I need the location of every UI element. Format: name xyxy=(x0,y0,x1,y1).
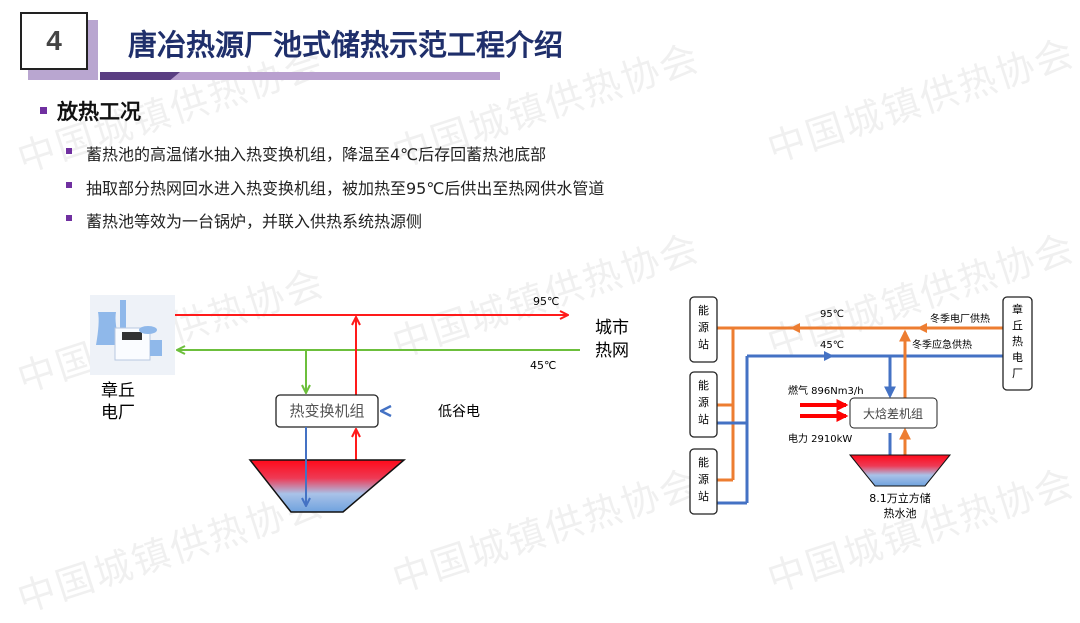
plant-label: 章丘 xyxy=(101,381,135,401)
energy-station-label-char: 能 xyxy=(698,303,709,317)
energy-station-label-char: 能 xyxy=(698,455,709,469)
supply-temp: 95℃ xyxy=(820,309,844,320)
energy-station-box xyxy=(689,296,718,363)
discharge-diagram: 章丘 电厂 95℃ 45℃ 城市 热网 热变换机组 低谷电 大焓差机组 燃气 8… xyxy=(90,295,1033,520)
power-plant-icon xyxy=(90,295,175,375)
energy-station-label-char: 能 xyxy=(698,378,709,392)
energy-station-label-char: 站 xyxy=(698,412,709,426)
heat-pump-unit-label: 大焓差机组 xyxy=(863,406,923,421)
zhangqiu-plant-label-char: 丘 xyxy=(1012,319,1023,332)
return-temp: 45℃ xyxy=(820,340,844,351)
energy-station-box xyxy=(689,448,718,515)
bullet-marker xyxy=(40,107,47,114)
energy-station-box xyxy=(689,371,718,438)
bullet-marker xyxy=(66,182,72,188)
energy-station-label-char: 源 xyxy=(698,472,709,486)
zhangqiu-plant-label-char: 章 xyxy=(1012,302,1023,316)
tank-label: 8.1万立方储 xyxy=(869,491,931,505)
heat-exchanger-box xyxy=(275,394,379,428)
power-label: 电力 2910kW xyxy=(788,432,852,445)
power-label: 低谷电 xyxy=(438,404,480,420)
supply-temp: 95℃ xyxy=(533,295,559,308)
heat-pump-unit-box xyxy=(849,397,938,429)
tank-label: 热水池 xyxy=(884,507,917,520)
winter-emergency-label: 冬季应急供热 xyxy=(912,338,972,351)
bullet-marker xyxy=(66,148,72,154)
storage-tank xyxy=(248,459,407,513)
gas-label: 燃气 896Nm3/h xyxy=(788,384,864,397)
zhangqiu-plant-box xyxy=(1002,296,1033,391)
section-heading: 放热工况 xyxy=(57,100,141,124)
city-label: 城市 xyxy=(595,318,629,338)
energy-station-label-char: 源 xyxy=(698,395,709,409)
city-label: 热网 xyxy=(595,341,629,361)
winter-plant-label: 冬季电厂供热 xyxy=(930,312,990,325)
return-temp: 45℃ xyxy=(530,359,556,372)
title-underline xyxy=(100,72,500,80)
heating-system-diagram xyxy=(717,323,1003,505)
storage-tank xyxy=(848,454,952,487)
bullet-marker xyxy=(66,215,72,221)
energy-station-label-char: 源 xyxy=(698,320,709,334)
energy-station-label-char: 站 xyxy=(698,489,709,503)
zhangqiu-plant-label-char: 厂 xyxy=(1012,367,1023,380)
energy-station-label-char: 站 xyxy=(698,337,709,351)
bullet-item: 蓄热池等效为一台锅炉，并联入供热系统热源侧 xyxy=(86,212,423,231)
bullet-item: 蓄热池的高温储水抽入热变换机组，降温至4℃后存回蓄热池底部 xyxy=(86,145,547,164)
zhangqiu-plant-label-char: 电 xyxy=(1012,351,1023,364)
section-number: 4 xyxy=(20,12,88,70)
title-underline-accent xyxy=(100,72,180,80)
bullet-item: 抽取部分热网回水进入热变换机组，被加热至95℃后供出至热网供水管道 xyxy=(86,179,605,198)
heat-exchanger-label: 热变换机组 xyxy=(289,402,364,420)
zhangqiu-plant-label-char: 热 xyxy=(1012,335,1023,348)
plant-label: 电厂 xyxy=(101,403,135,423)
page-title: 唐冶热源厂池式储热示范工程介绍 xyxy=(128,28,564,62)
